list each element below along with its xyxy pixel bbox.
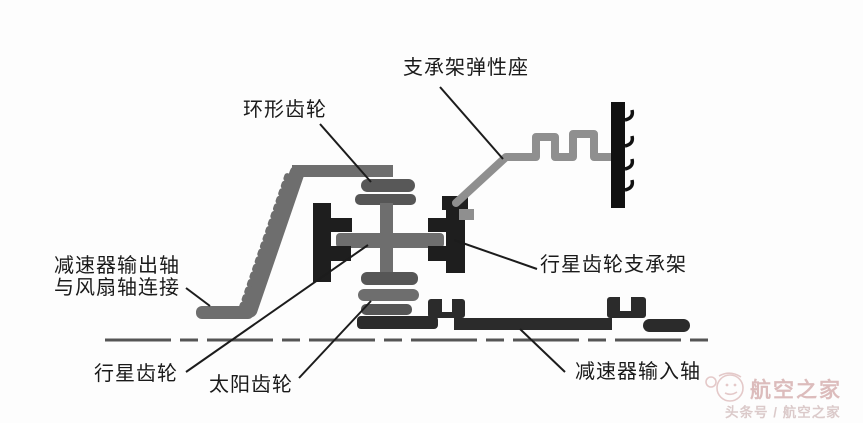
elastic-seat-zigzag (452, 130, 617, 207)
mount-wall (611, 102, 625, 208)
planet-gear-group (336, 194, 444, 315)
input-coupling-right-slot (620, 297, 631, 311)
planet-gear-axle-crossbar (336, 233, 444, 248)
planet-gear-bottom-flange-1 (361, 272, 418, 285)
label-planet-gear: 行星齿轮 (94, 363, 178, 385)
output-shaft-top-bar (292, 165, 393, 177)
output-shaft-group (196, 165, 393, 319)
wall-hook-4 (624, 179, 635, 192)
planet-gear-top-flange (355, 194, 416, 205)
sun-gear-base-bar (357, 316, 438, 329)
input-coupling-left-slot (442, 299, 452, 312)
watermark-byline: 头条号 / 航空之家 (725, 405, 841, 420)
label-sun-gear: 太阳齿轮 (209, 374, 293, 396)
input-shaft-bar (454, 318, 612, 330)
mount-wall-group (611, 102, 635, 208)
sun-gear-flange-1 (358, 289, 419, 301)
leader-lines (185, 86, 566, 379)
leader-elastic-seat (439, 86, 504, 160)
leader-planet-carrier (453, 239, 538, 270)
carrier-right-tab-top (428, 218, 447, 232)
carrier-left-tab-bottom (330, 246, 351, 261)
label-output-shaft-line1: 减速器输出轴 (54, 255, 180, 277)
label-ring-gear: 环形齿轮 (243, 99, 327, 121)
wall-hook-1 (624, 109, 635, 122)
wall-hook-3 (624, 158, 635, 171)
carrier-left-tab-top (330, 218, 352, 232)
carrier-right-bushing (459, 209, 474, 220)
label-input-shaft: 减速器输入轴 (575, 361, 701, 383)
label-elastic-seat: 支承架弹性座 (403, 57, 529, 79)
carrier-right-tab-bottom (428, 246, 447, 261)
output-shaft-diagonal (242, 165, 305, 318)
leader-sun-gear (298, 300, 372, 379)
input-shaft-end (643, 319, 690, 332)
leader-planet-gear (185, 244, 369, 373)
aviator-mascot-icon (705, 372, 744, 402)
label-output-shaft: 减速器输出轴 与风扇轴连接 (54, 255, 180, 299)
output-shaft-spline-texture (239, 168, 292, 310)
carrier-left-arm (313, 203, 331, 282)
label-planet-carrier: 行星齿轮支承架 (540, 254, 687, 276)
watermark-brand: 航空之家 (750, 379, 842, 402)
leader-output-shaft (185, 287, 211, 307)
label-output-shaft-line2: 与风扇轴连接 (54, 277, 180, 299)
output-shaft-foot (196, 306, 254, 319)
leader-ring-gear (319, 123, 372, 183)
sun-gear-flange-2 (361, 304, 412, 315)
leader-input-shaft (519, 328, 566, 373)
wall-hook-2 (624, 135, 635, 148)
input-shaft-group (357, 297, 690, 332)
ring-gear-rim (361, 179, 415, 192)
